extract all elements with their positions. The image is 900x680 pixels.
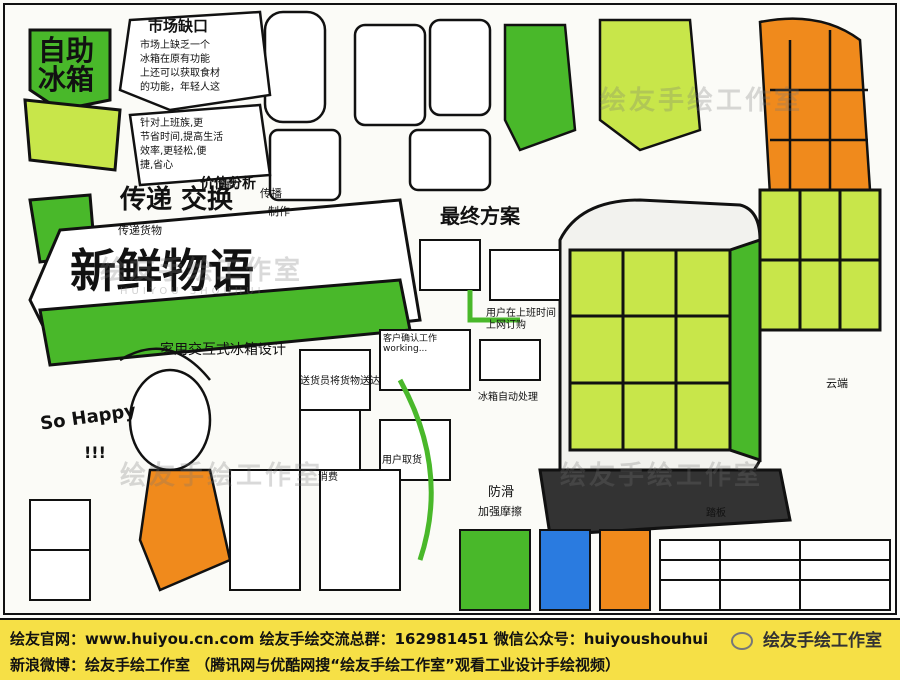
market-gap-heading: 市场缺口 — [148, 17, 209, 35]
wechat-badge: 绘友手绘工作室 — [731, 626, 882, 651]
interaction-small-3: 传播 — [260, 187, 282, 200]
interaction-small-2: 冷藏 — [215, 177, 237, 190]
flow-step-3: 送货员将货物送达 — [300, 376, 380, 387]
footer-line-1: 绘友官网：www.huiyou.cn.com 绘友手绘交流总群：16298145… — [10, 630, 709, 648]
footer-bar: 绘友官网：www.huiyou.cn.com 绘友手绘交流总群：16298145… — [0, 618, 900, 680]
footer-line-2: 新浪微博：绘友手绘工作室 （腾讯网与优酷网搜“绘友手绘工作室”观看工业设计手绘视… — [10, 656, 620, 674]
watermark-1: 绘友手绘工作室 — [100, 256, 304, 286]
flow-step-1: 用户在上班时间上网订购 — [486, 308, 556, 331]
flow-step-6: 消费 — [318, 472, 338, 483]
value-analysis-label: 价值分析 — [200, 176, 256, 192]
bottom-sketches — [29, 469, 891, 611]
market-line-3: 上还可以获取食材 — [140, 68, 220, 79]
note-antislip-2: 加强摩擦 — [478, 505, 522, 518]
wechat-icon — [731, 632, 754, 650]
sketch-illustration — [3, 3, 897, 615]
exclaim-text: !!! — [84, 443, 106, 462]
vertical-title: 自助冰箱 — [38, 34, 95, 97]
market-line-1: 市场上缺乏一个 — [140, 40, 210, 51]
note-cloud: 云端 — [826, 377, 848, 390]
flow-step-5: 用户取货 — [382, 455, 422, 466]
subtitle: 家用交互式冰箱设计 — [160, 342, 286, 358]
analysis-line-2: 节省时间,提高生活 — [140, 132, 224, 143]
analysis-bubble — [128, 103, 272, 187]
watermark-2: 绘友手绘工作室 — [600, 86, 804, 116]
interaction-label: 传递 交换 — [120, 185, 234, 215]
watermark-3: 绘友手绘工作室 — [120, 461, 324, 491]
interaction-small-1: 传递货物 — [118, 224, 162, 237]
market-line-2: 冰箱在原有功能 — [140, 54, 210, 65]
analysis-line-1: 针对上班族,更 — [140, 118, 204, 129]
note-antislip-1: 防滑 — [488, 485, 515, 500]
main-title: 新鲜物语 — [70, 244, 254, 298]
flow-step-4: 冰箱自动处理 — [478, 392, 538, 403]
market-bubble — [118, 10, 272, 112]
girl-figure — [119, 347, 232, 592]
flow-boxes — [299, 239, 561, 561]
analysis-line-4: 捷,省心 — [140, 160, 174, 171]
watermark-4: 绘友手绘工作室 — [560, 461, 764, 491]
watermark-small-1: HUIYOU SHOUHUI — [120, 286, 265, 297]
flow-step-2: 客户确认工作 working... — [383, 334, 438, 355]
vertical-title-block — [23, 28, 122, 264]
fridge-sketches-top — [263, 10, 872, 202]
wechat-badge-text: 绘友手绘工作室 — [763, 631, 882, 651]
analysis-line-3: 效率,更轻松,便 — [140, 146, 207, 157]
main-fridge-sketch — [538, 188, 882, 537]
interaction-small-4: 制作 — [268, 205, 290, 218]
market-line-4: 的功能，年轻人这 — [140, 82, 220, 93]
note-pedal: 踏板 — [706, 508, 726, 519]
final-plan-label: 最终方案 — [440, 204, 520, 228]
